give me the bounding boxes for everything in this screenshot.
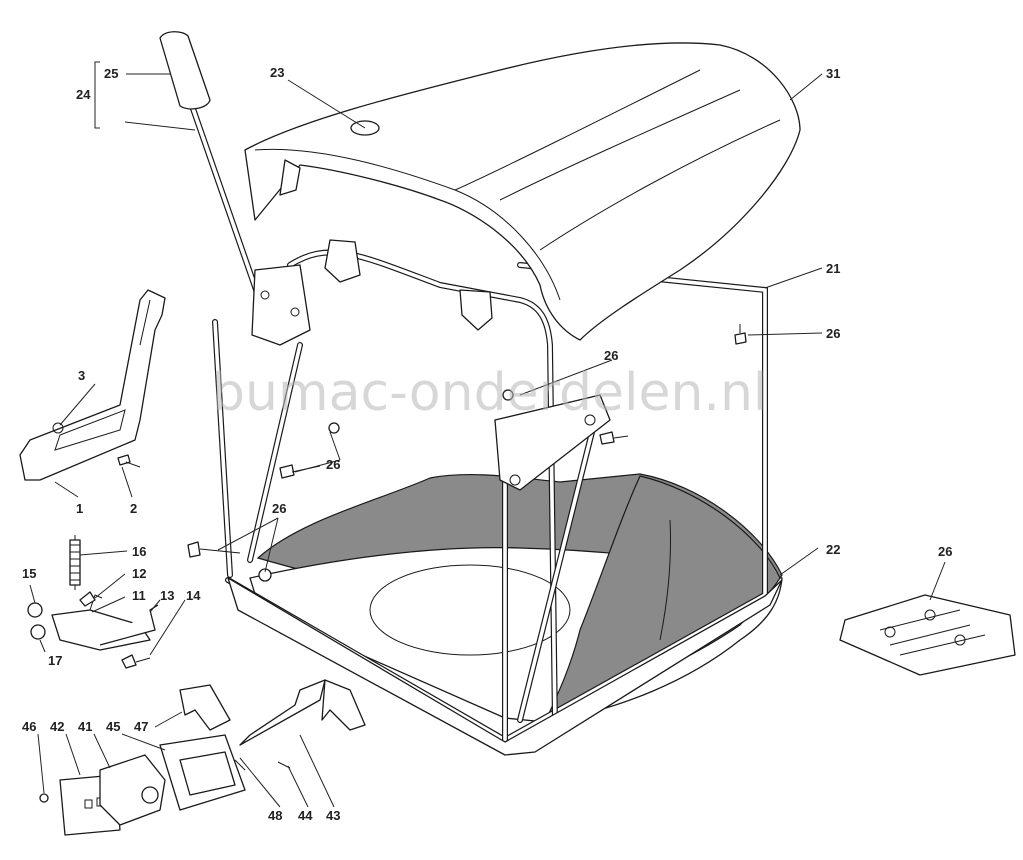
callout-labels: 25 24 23 31 21 26 26 3 26 1 2 26 16 15 1… (22, 65, 952, 823)
callout-42: 42 (50, 719, 64, 734)
callout-41: 41 (78, 719, 92, 734)
hardware-bag (839, 594, 1016, 676)
callout-15: 15 (22, 566, 36, 581)
watermark-text: bumac-onderdelen.nl (212, 363, 767, 423)
callout-43: 43 (326, 808, 340, 823)
callout-2: 2 (130, 501, 137, 516)
grass-bag-frame (212, 239, 783, 756)
callout-3: 3 (78, 368, 85, 383)
callout-24: 24 (76, 87, 91, 102)
callout-25: 25 (104, 66, 118, 81)
callout-1: 1 (76, 501, 83, 516)
callout-14: 14 (186, 588, 201, 603)
callout-17: 17 (48, 653, 62, 668)
callout-26-c: 26 (326, 457, 340, 472)
callout-47: 47 (134, 719, 148, 734)
callout-45: 45 (106, 719, 120, 734)
callout-31: 31 (826, 66, 840, 81)
callout-21: 21 (826, 261, 840, 276)
callout-46: 46 (22, 719, 36, 734)
callout-23: 23 (270, 65, 284, 80)
callout-26-b: 26 (604, 348, 618, 363)
switch-assembly (39, 679, 366, 836)
grass-bag-cover (244, 42, 801, 341)
cover-handle (159, 31, 311, 346)
callout-16: 16 (132, 544, 146, 559)
callout-11: 11 (132, 588, 146, 603)
callout-26-e: 26 (938, 544, 952, 559)
callout-26-a: 26 (826, 326, 840, 341)
callout-26-d: 26 (272, 501, 286, 516)
side-bracket (19, 289, 166, 481)
callout-22: 22 (826, 542, 840, 557)
leader-lines (29, 61, 946, 808)
callout-44: 44 (298, 808, 313, 823)
callout-13: 13 (160, 588, 174, 603)
callout-48: 48 (268, 808, 282, 823)
callout-12: 12 (132, 566, 146, 581)
